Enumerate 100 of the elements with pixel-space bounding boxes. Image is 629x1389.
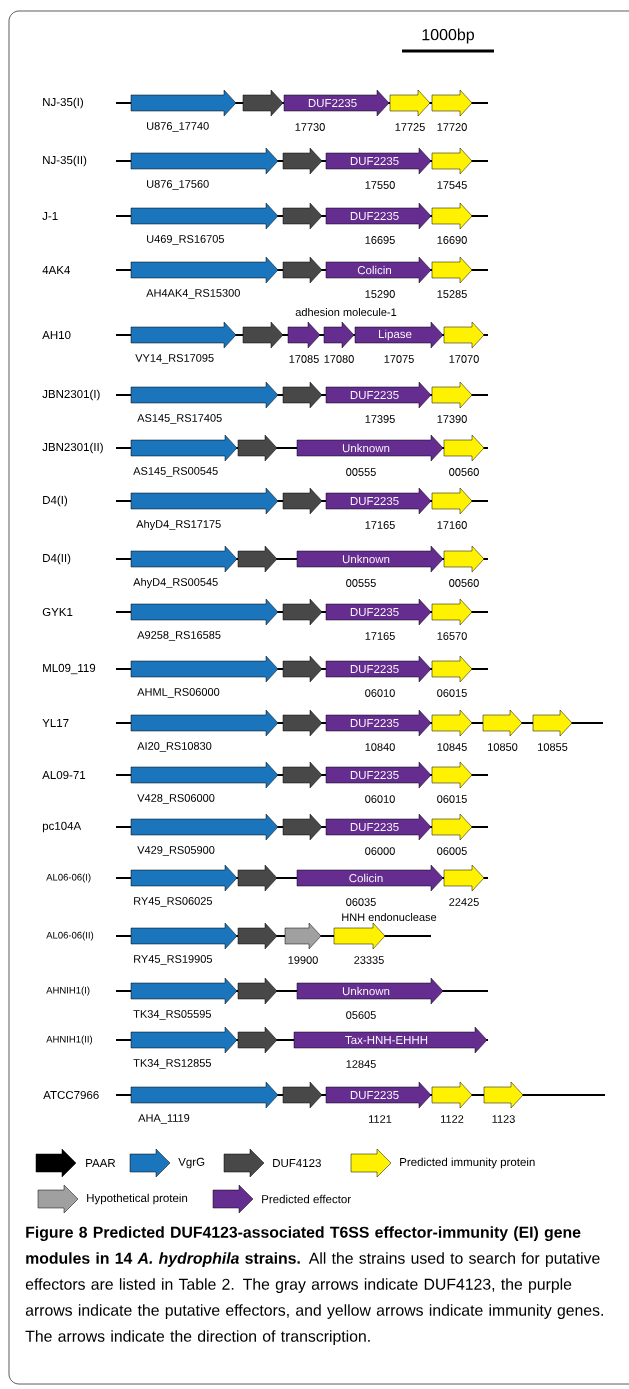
gene-segment: DUF2235 [325, 1081, 432, 1109]
gene-segment [237, 922, 278, 950]
strain-name: ML09_119 [43, 663, 96, 675]
gene-segment [443, 321, 485, 349]
legend-label: Predicted immunity protein [400, 1157, 535, 1169]
gene-segment [130, 761, 279, 789]
gene-segment: DUF2235 [325, 381, 432, 409]
gene-segment: DUF2235 [283, 89, 390, 117]
gene-segment: DUF2235 [325, 147, 432, 175]
gene-segment: DUF2235 [325, 761, 432, 789]
gene-id: 17395 [365, 415, 395, 423]
gene-id: 22425 [449, 898, 479, 906]
scale-bar: 1000bp [402, 28, 494, 53]
gene-segment [284, 922, 322, 950]
figure-caption: Figure 8 Predicted DUF4123-associated T6SS effector-immunity (EI) gene modules in 14 A. hydrophila strains. All the strains used to search for putative effectors are listed in Table 2. The gray arrows indicate DUF4123, the purple arrows indicate the putative effectors, and yellow arrows indicate immunity genes. The arrows indicate the direction of transcription. [25, 1226, 603, 1345]
gene-id: 00555 [346, 468, 376, 476]
gene-id: 17160 [437, 521, 467, 529]
strain-name: AL06-06(I) [46, 873, 91, 883]
gene-segment [130, 321, 237, 349]
gene-segment [431, 598, 473, 626]
gene-segment [130, 202, 279, 230]
gene-id: AHML_RS06000 [137, 688, 220, 698]
gene-id: AhyD4_RS17175 [136, 519, 221, 531]
gene-segment [431, 761, 473, 789]
gene-id: TK34_RS05595 [133, 1010, 211, 1020]
gene-id: RY45_RS19905 [134, 955, 212, 965]
gene-segment [443, 545, 485, 573]
gene-id: 06010 [365, 689, 395, 697]
strain-name: AHNIH1(II) [46, 1035, 93, 1045]
gene-id: 06015 [437, 795, 467, 803]
gene-id: 17730 [295, 123, 325, 131]
gene-id: U876_17740 [147, 122, 209, 132]
gene-segment [282, 256, 323, 284]
gene-id: 17165 [365, 521, 395, 529]
gene-segment: Unknown [296, 545, 444, 573]
gene-id: TK34_RS12855 [133, 1059, 211, 1069]
gene-segment [130, 147, 279, 175]
gene-segment [282, 655, 323, 683]
legend-label: VgrG [178, 1157, 205, 1169]
gene-id: 12845 [346, 1060, 376, 1068]
strain-name: ATCC7966 [43, 1090, 99, 1100]
gene-segment [130, 256, 279, 284]
legend-label: Hypothetical protein [87, 1193, 188, 1205]
gene-id: AS145_RS00545 [133, 467, 218, 477]
gene-id: 15290 [365, 290, 395, 298]
gene-segment [431, 813, 473, 841]
gene-id: 1121 [369, 1115, 392, 1123]
gene-id: 10850 [488, 743, 518, 751]
gene-segment [130, 1081, 279, 1109]
gene-segment [532, 709, 573, 737]
gene-id: U469_RS16705 [147, 235, 224, 245]
strain-name: GYK1 [42, 607, 73, 617]
gene-segment [431, 487, 473, 515]
gene-id: A9258_RS16585 [137, 631, 221, 641]
gene-id: 00560 [449, 579, 479, 587]
gene-segment [242, 321, 284, 349]
gene-id: 06000 [365, 847, 395, 855]
gene-id: 06015 [437, 689, 467, 697]
gene-segment [242, 89, 284, 117]
gene-segment [237, 434, 278, 462]
strain-name: JBN2301(II) [42, 442, 103, 454]
gene-id: 1122 [441, 1115, 464, 1123]
strain-name: YL17 [42, 719, 69, 727]
gene-segment: DUF2235 [325, 598, 432, 626]
gene-id: 17165 [365, 632, 395, 640]
gene-segment [237, 977, 278, 1005]
gene-segment [130, 381, 279, 409]
gene-segment [282, 1081, 323, 1109]
gene-id: RY45_RS06025 [134, 897, 212, 907]
gene-id: 17070 [449, 355, 479, 363]
strain-name: pc104A [42, 821, 82, 833]
gene-segment [443, 864, 485, 892]
gene-segment [431, 147, 473, 175]
gene-segment: DUF2235 [325, 813, 432, 841]
gene-segment [431, 381, 473, 409]
gene-segment: DUF2235 [325, 709, 432, 737]
gene-segment [282, 381, 323, 409]
gene-id: VY14_RS17095 [135, 354, 214, 364]
gene-segment [130, 487, 279, 515]
gene-segment [130, 434, 238, 462]
strain-name: D4(I) [43, 495, 68, 507]
gene-id: 16570 [437, 632, 467, 640]
gene-segment [389, 89, 431, 117]
gene-segment [130, 1026, 238, 1054]
gene-segment [130, 655, 279, 683]
gene-segment [237, 545, 278, 573]
gene-segment [431, 202, 473, 230]
legend-label: Predicted effector [262, 1194, 351, 1204]
gene-id: U876_17560 [147, 180, 209, 190]
gene-id: 06010 [365, 795, 395, 803]
strain-name: AHNIH1(I) [46, 986, 90, 996]
legend-label: PAAR [86, 1159, 116, 1167]
gene-segment [130, 813, 279, 841]
gene-id: AhyD4_RS00545 [133, 577, 218, 589]
gene-segment: DUF2235 [325, 655, 432, 683]
gene-segment [130, 545, 238, 573]
gene-id: AI20_RS10830 [137, 742, 212, 752]
gene-segment [323, 321, 355, 349]
gene-segment [483, 1081, 524, 1109]
gene-segment [130, 977, 238, 1005]
